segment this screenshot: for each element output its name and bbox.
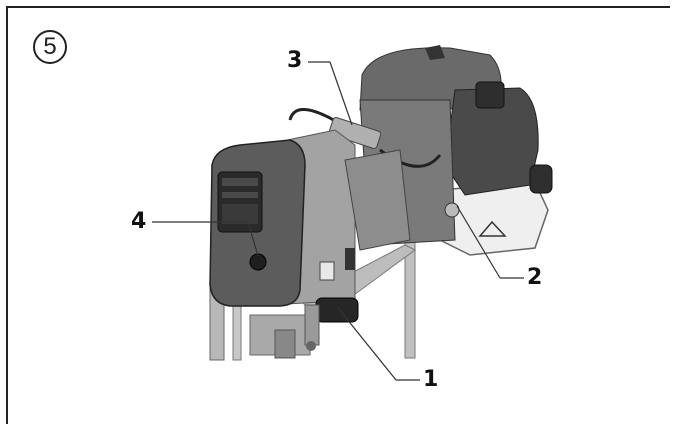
callout-1: 1 (423, 367, 438, 392)
figure-frame (6, 6, 670, 424)
step-number: 5 (43, 33, 57, 60)
callout-3-label: 3 (287, 48, 303, 73)
callout-2: 2 (527, 265, 542, 290)
callout-4: 4 (131, 209, 146, 234)
callout-2-label: 2 (527, 265, 543, 290)
gearbox-front (209, 139, 335, 307)
callout-3: 3 (287, 48, 302, 73)
leader-lines (152, 61, 524, 381)
pressure-sensor (328, 116, 382, 150)
pressure-cable (288, 108, 351, 132)
engine-unit (359, 45, 553, 256)
callout-1-label: 1 (423, 367, 439, 392)
pressure-knob (304, 297, 359, 351)
step-number-badge: 5 (33, 30, 67, 64)
callout-4-label: 4 (131, 209, 147, 234)
